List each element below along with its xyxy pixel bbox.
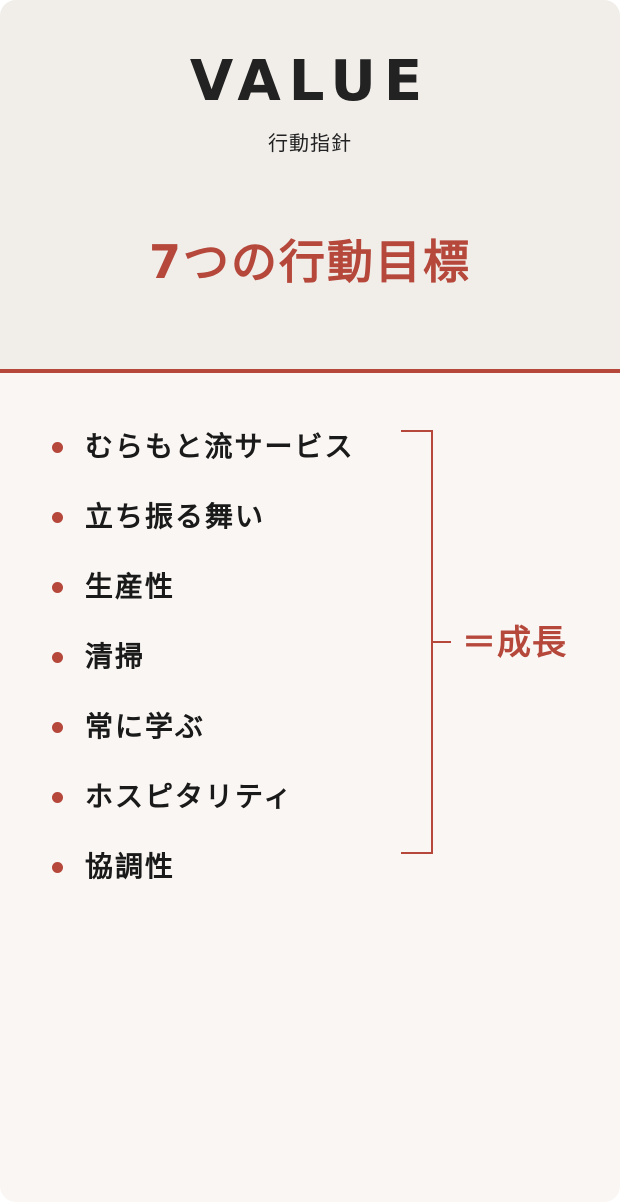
bullet-icon [52, 651, 63, 663]
list-item: 立ち振る舞い [52, 482, 354, 552]
bullet-icon [52, 861, 63, 873]
list-item: 生産性 [52, 552, 354, 622]
goal-label: 生産性 [85, 570, 176, 603]
bracket-line-top [401, 430, 431, 432]
list-item: 常に学ぶ [52, 692, 354, 762]
list-item: むらもと流サービス [52, 412, 354, 482]
goal-list: むらもと流サービス 立ち振る舞い 生産性 清掃 常に学ぶ ホスピタリティ 協調性 [52, 412, 354, 902]
goal-label: むらもと流サービス [85, 430, 355, 463]
list-item: 清掃 [52, 622, 354, 692]
list-item: ホスピタリティ [52, 762, 354, 832]
headline: 7つの行動目標 [148, 235, 471, 289]
goal-label: 清掃 [85, 640, 146, 673]
goal-label: 立ち振る舞い [85, 500, 266, 533]
goal-label: 協調性 [85, 850, 176, 883]
bracket-line-bottom [401, 852, 433, 854]
result-label: ＝成長 [462, 623, 567, 663]
bracket-line-middle [433, 641, 451, 643]
value-subtitle: 行動指針 [268, 131, 352, 155]
goal-label: 常に学ぶ [85, 710, 206, 743]
bullet-icon [52, 511, 63, 523]
goal-label: ホスピタリティ [85, 780, 294, 813]
list-item: 協調性 [52, 832, 354, 902]
bullet-icon [52, 441, 63, 453]
value-title: VALUE [189, 49, 431, 114]
bullet-icon [52, 581, 63, 593]
bullet-icon [52, 721, 63, 733]
bullet-icon [52, 791, 63, 803]
header-section: VALUE 行動指針 7つの行動目標 [0, 0, 620, 373]
bracket-line-vertical [431, 430, 433, 854]
